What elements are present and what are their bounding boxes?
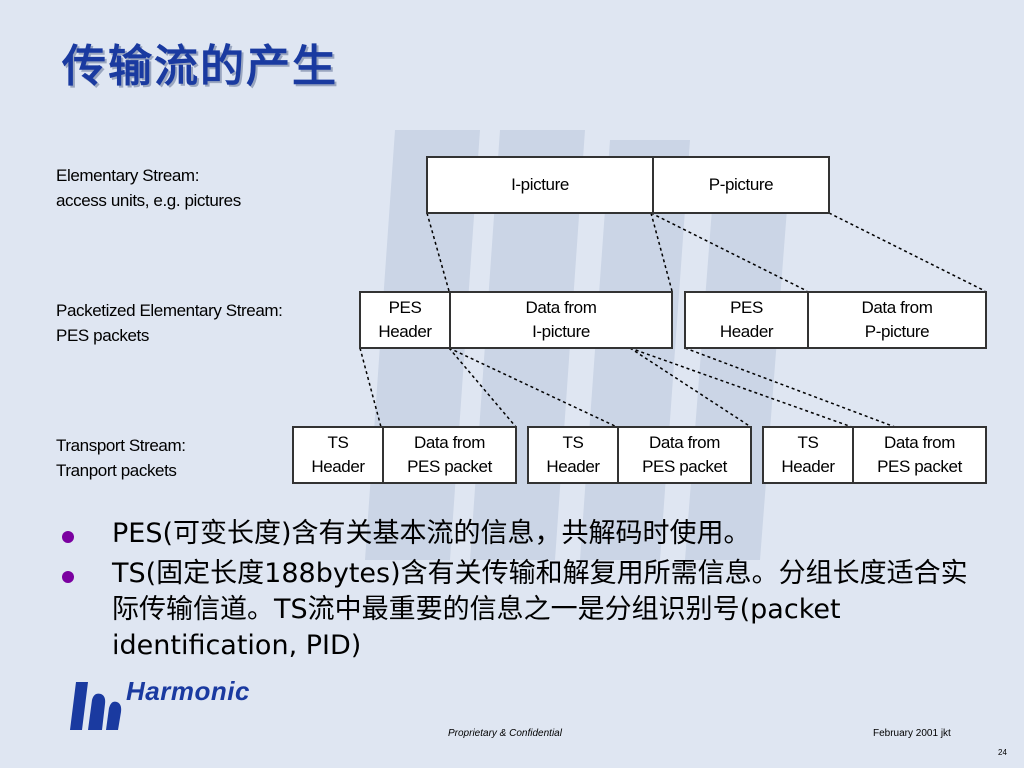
connector-line — [684, 347, 896, 428]
ts-header-cell: TS Header — [294, 428, 382, 482]
ts-header-line1: TS — [327, 433, 349, 452]
pes-header-line2: Header — [719, 322, 774, 341]
ts-data-line1: Data from — [883, 433, 956, 452]
bullet-text: TS(固定长度188bytes)含有关传输和解复用所需信息。分组长度适合实际传输… — [112, 558, 968, 661]
ts-data-cell: Data from PES packet — [382, 428, 515, 482]
bullet-item: PES(可变长度)含有关基本流的信息，共解码时使用。 — [62, 516, 982, 552]
pes-data-line1: Data from — [525, 298, 597, 317]
bullet-dot-icon — [62, 571, 74, 583]
pes-packet: PES Header Data from P-picture — [684, 291, 987, 349]
connector-line — [650, 212, 673, 292]
es-label-line1: Elementary Stream: — [56, 166, 200, 185]
pes-label-line2: PES packets — [56, 326, 149, 345]
date-text: February 2001 jkt — [873, 728, 951, 739]
ts-packet: TS Header Data from PES packet — [762, 426, 987, 484]
ts-packet: TS Header Data from PES packet — [527, 426, 752, 484]
ts-label-line1: Transport Stream: — [56, 436, 186, 455]
ts-header-line2: Header — [311, 457, 365, 476]
connector-line — [426, 212, 450, 292]
connector-line — [629, 347, 752, 428]
bullet-list: PES(可变长度)含有关基本流的信息，共解码时使用。 TS(固定长度188byt… — [62, 516, 982, 668]
pes-label-line1: Packetized Elementary Stream: — [56, 301, 283, 320]
ts-header-cell: TS Header — [764, 428, 852, 482]
pes-data-line1: Data from — [861, 298, 933, 317]
confidential-text: Proprietary & Confidential — [448, 728, 562, 739]
p-picture-cell: P-picture — [652, 158, 828, 212]
connector-line — [629, 347, 853, 428]
ts-label-line2: Tranport packets — [56, 461, 177, 480]
pes-label: Packetized Elementary Stream: PES packet… — [56, 298, 283, 348]
ts-header-line1: TS — [797, 433, 819, 452]
pes-packet: PES Header Data from I-picture — [359, 291, 673, 349]
pes-data-line2: I-picture — [532, 322, 590, 341]
pes-header-line1: PES — [730, 298, 763, 317]
pes-header-cell: PES Header — [361, 293, 449, 347]
es-label-line2: access units, e.g. pictures — [56, 191, 241, 210]
connector-line — [828, 212, 986, 292]
ts-packet: TS Header Data from PES packet — [292, 426, 517, 484]
ts-header-cell: TS Header — [529, 428, 617, 482]
ts-header-line2: Header — [546, 457, 600, 476]
ts-data-cell: Data from PES packet — [852, 428, 985, 482]
ts-data-line2: PES packet — [642, 457, 727, 476]
ts-data-line2: PES packet — [407, 457, 492, 476]
ts-data-line2: PES packet — [877, 457, 962, 476]
slide-title: 传输流的产生 — [62, 41, 338, 92]
pes-header-cell: PES Header — [686, 293, 807, 347]
harmonic-logo-icon — [70, 682, 122, 730]
bullet-dot-icon — [62, 531, 74, 543]
ts-header-line1: TS — [562, 433, 584, 452]
connector-line — [448, 347, 517, 428]
bullet-text: PES(可变长度)含有关基本流的信息，共解码时使用。 — [112, 518, 751, 549]
page-number: 24 — [998, 748, 1007, 757]
ts-label: Transport Stream: Tranport packets — [56, 433, 186, 483]
pes-header-line2: Header — [378, 322, 432, 341]
es-label: Elementary Stream: access units, e.g. pi… — [56, 163, 241, 213]
pes-data-line2: P-picture — [864, 322, 930, 341]
pes-header-line1: PES — [388, 298, 422, 317]
i-picture-cell: I-picture — [511, 175, 569, 194]
ts-header-line2: Header — [781, 457, 835, 476]
ts-data-cell: Data from PES packet — [617, 428, 750, 482]
bullet-item: TS(固定长度188bytes)含有关传输和解复用所需信息。分组长度适合实际传输… — [62, 556, 982, 664]
connector-line — [448, 347, 618, 428]
connector-line — [359, 347, 382, 428]
pes-data-cell: Data from I-picture — [449, 293, 671, 347]
ts-data-line1: Data from — [413, 433, 486, 452]
connector-line — [650, 212, 808, 292]
pes-data-cell: Data from P-picture — [807, 293, 985, 347]
ts-data-line1: Data from — [648, 433, 721, 452]
brand-name: Harmonic — [126, 676, 250, 706]
es-box: I-picture P-picture — [426, 156, 830, 214]
